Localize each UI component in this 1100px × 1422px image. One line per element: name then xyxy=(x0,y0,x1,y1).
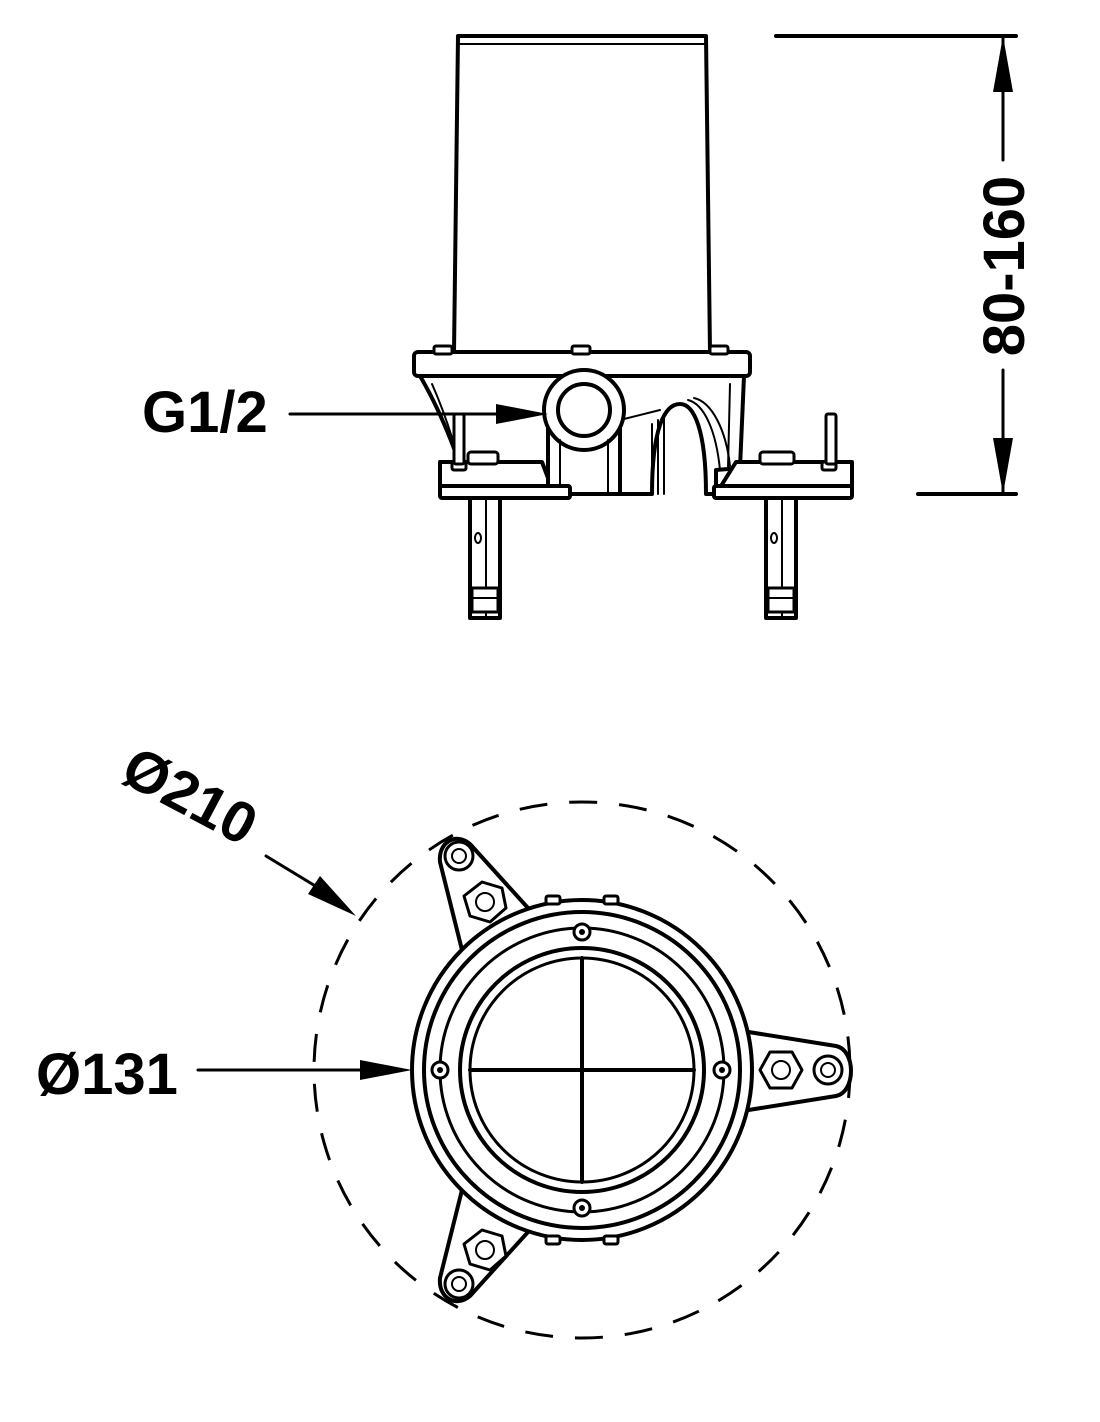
outer-diameter-label: Ø210 xyxy=(112,734,268,858)
cover-cross xyxy=(468,956,696,1184)
flange-studs xyxy=(452,412,838,466)
top-view: Ø210 Ø131 xyxy=(36,734,853,1340)
anchor-rod-right xyxy=(764,496,798,620)
thread-dimension: G1/2 xyxy=(142,380,548,445)
rim-tabs xyxy=(544,894,620,1246)
height-dimension: 80-160 xyxy=(774,34,1037,496)
mounting-ear-top-left xyxy=(437,836,530,968)
base-flange xyxy=(438,450,854,500)
height-range-label: 80-160 xyxy=(972,176,1037,357)
body-diameter-label: Ø131 xyxy=(36,1042,178,1107)
side-view: 80-160 G1/2 xyxy=(142,34,1037,620)
extension-sleeve xyxy=(452,34,712,354)
mounting-ear-bottom-left xyxy=(437,1172,530,1304)
mounting-ear-right xyxy=(734,1028,853,1114)
anchor-rod-left xyxy=(468,496,502,620)
thread-size-label: G1/2 xyxy=(142,380,268,445)
inlet-connection xyxy=(542,368,626,496)
mounting-plate xyxy=(412,344,752,378)
body-diameter-dimension: Ø131 xyxy=(36,1042,412,1107)
outer-diameter-dimension: Ø210 xyxy=(112,734,356,916)
cover-screws xyxy=(430,922,732,1218)
